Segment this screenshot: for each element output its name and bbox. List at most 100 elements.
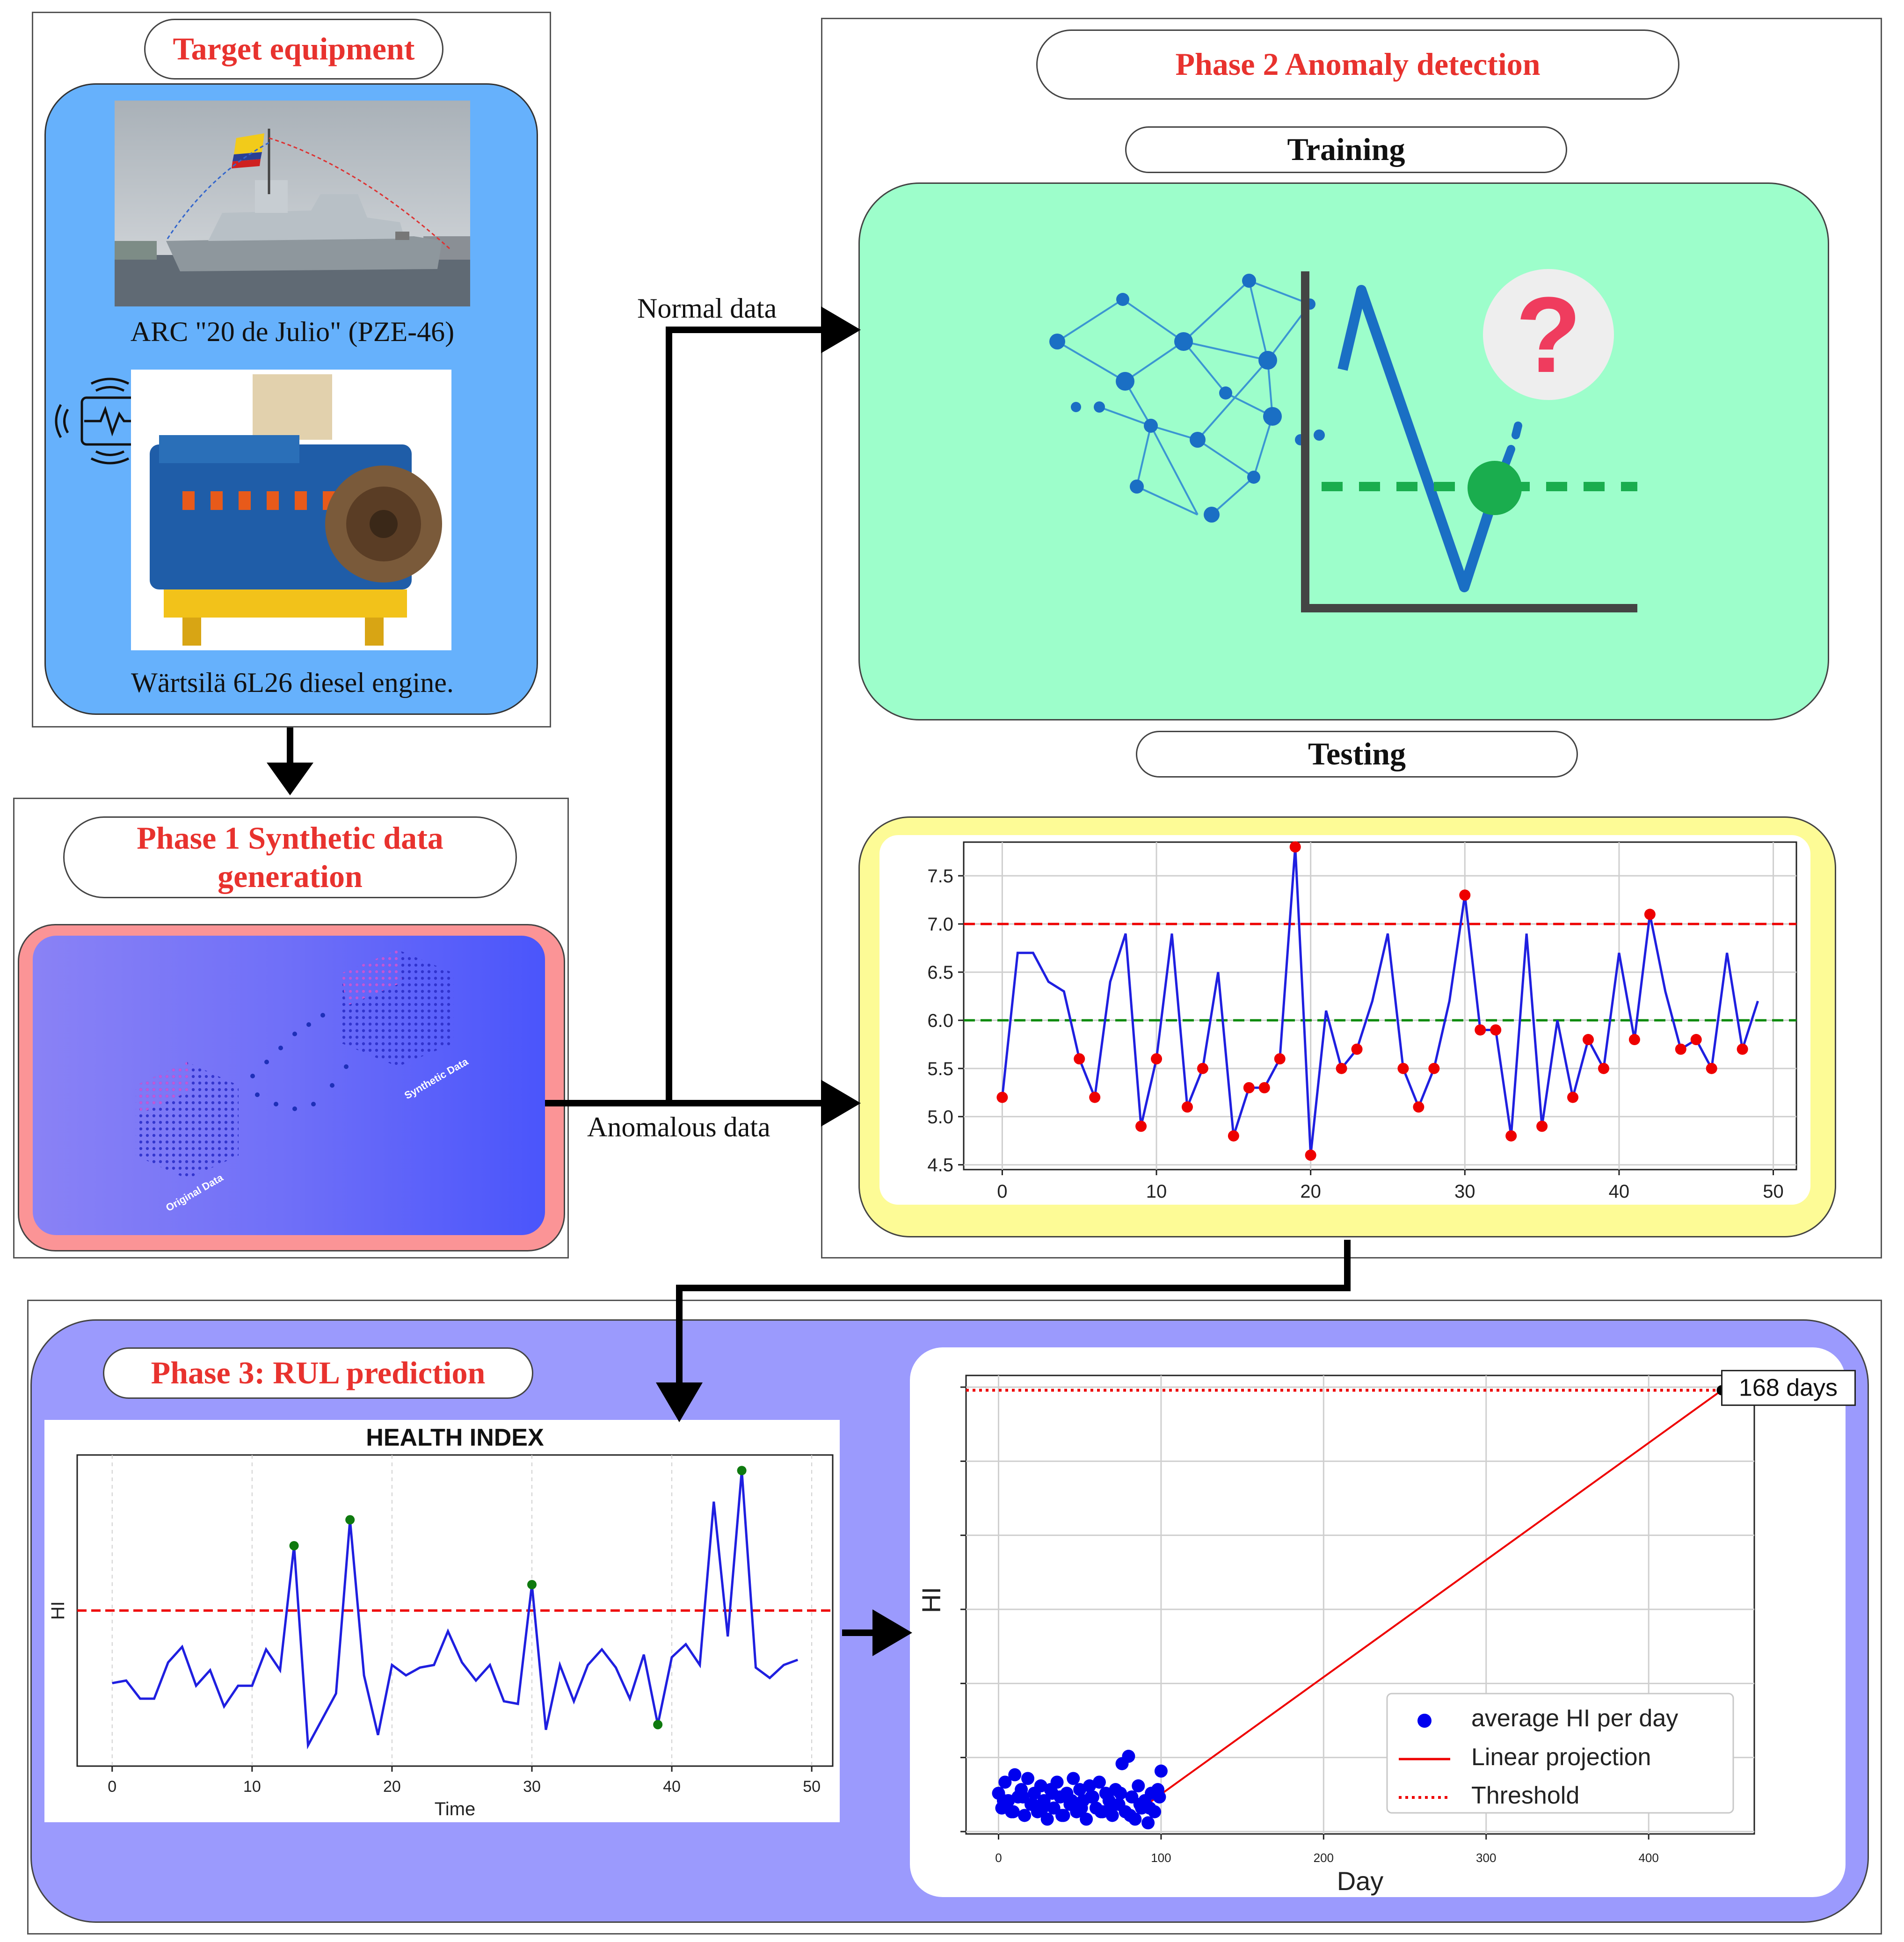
data-point [1008,1768,1022,1782]
anomaly-point [996,1091,1008,1103]
data-point [1021,1772,1035,1785]
data-point [1122,1750,1135,1763]
annotation-text: 168 days [1739,1375,1838,1402]
data-point [1094,1805,1108,1818]
y-tick-label: 5.5 [927,1059,953,1079]
x-tick-label: 20 [383,1778,401,1796]
anomaly-point [1289,841,1301,853]
data-point [1153,1790,1166,1804]
x-tick-label: 300 [1476,1851,1496,1865]
anomaly-point [1598,1062,1609,1074]
peak-point [653,1720,663,1730]
legend-label: Linear projection [1471,1744,1651,1771]
data-point [1105,1809,1119,1822]
ship-photo [115,101,470,306]
engine-photo [131,370,451,650]
anomalous-data-label: Anomalous data [587,1112,770,1142]
anomaly-point [1737,1043,1748,1055]
y-tick-label: 7.0 [927,914,953,935]
series-line [112,1470,799,1750]
training-box [858,182,1829,720]
x-tick-label: 0 [997,1181,1007,1202]
data-point [996,1794,1010,1807]
x-tick-label: 10 [1146,1181,1167,1202]
anomaly-point [1644,909,1656,920]
x-tick-label: 40 [1609,1181,1630,1202]
data-point [1114,1787,1127,1800]
data-point [1104,1797,1118,1811]
data-point [1006,1805,1020,1818]
anomaly-point [1243,1082,1255,1093]
anomaly-point [1567,1091,1579,1103]
y-tick-label: 6.0 [927,1011,953,1031]
data-point [1050,1775,1064,1789]
phase1-title: Phase 1 Synthetic data generation [63,816,517,898]
peak-point [527,1580,537,1590]
anomaly-point [1274,1053,1286,1065]
y-tick-label: 7.5 [927,866,953,887]
anomaly-point [1475,1024,1486,1036]
anomaly-point [1583,1034,1594,1046]
plot-frame [965,1375,1755,1835]
chart-title: HEALTH INDEX [366,1424,544,1451]
data-point [1154,1764,1168,1778]
anomaly-point [1074,1053,1085,1065]
data-point [1141,1816,1155,1830]
x-tick-label: 50 [803,1778,821,1796]
y-tick-label: 5.0 [927,1107,953,1127]
anomaly-point [1351,1043,1363,1055]
anomaly-point [1305,1149,1316,1161]
anomaly-point [1197,1062,1208,1074]
anomaly-point [1536,1120,1548,1132]
anomaly-point [1459,889,1471,901]
peak-point [345,1515,355,1525]
anomaly-point [1675,1043,1686,1055]
anomaly-point [1413,1101,1424,1113]
y-axis-label: HI [916,1587,946,1613]
training-label: Training [1125,126,1567,173]
series-line [1001,847,1759,1156]
anomaly-point [1428,1062,1440,1074]
anomaly-point [1089,1091,1101,1103]
anomaly-point [1151,1053,1163,1065]
anomaly-point [1628,1034,1640,1046]
anomaly-point [1505,1130,1517,1142]
plot-frame [963,841,1797,1171]
phase3-title: Phase 3: RUL prediction [103,1347,533,1399]
data-point [998,1775,1012,1789]
synthetic-data-image: Original Data Synthetic Data [33,936,545,1235]
data-point [1132,1779,1145,1793]
x-tick-label: 30 [523,1778,541,1796]
x-axis-label: Time [435,1799,475,1819]
x-tick-label: 100 [1151,1851,1171,1865]
anomaly-point [1397,1062,1409,1074]
x-axis-label: Day [1337,1866,1384,1896]
x-tick-label: 400 [1638,1851,1658,1865]
x-tick-label: 20 [1300,1181,1321,1202]
data-point [1018,1809,1032,1822]
anomaly-point [1336,1062,1347,1074]
legend-marker-scatter [1417,1714,1432,1728]
legend-label: average HI per day [1471,1705,1678,1732]
anomaly-point [1706,1062,1717,1074]
anomaly-point [1181,1101,1193,1113]
ship-caption: ARC "20 de Julio" (PZE-46) [130,316,455,347]
y-tick-label: 4.5 [927,1155,953,1176]
anomaly-point [1490,1024,1502,1036]
training-illustration: ? [1029,253,1675,618]
question-mark-icon: ? [1516,275,1582,395]
x-tick-label: 40 [663,1778,681,1796]
annotation-box [1721,1370,1856,1406]
data-point [1065,1794,1078,1807]
data-point [1067,1772,1080,1785]
projection-line [1136,1389,1722,1813]
phase2-title: Phase 2 Anomaly detection [1036,29,1679,100]
legend-box [1386,1693,1734,1814]
